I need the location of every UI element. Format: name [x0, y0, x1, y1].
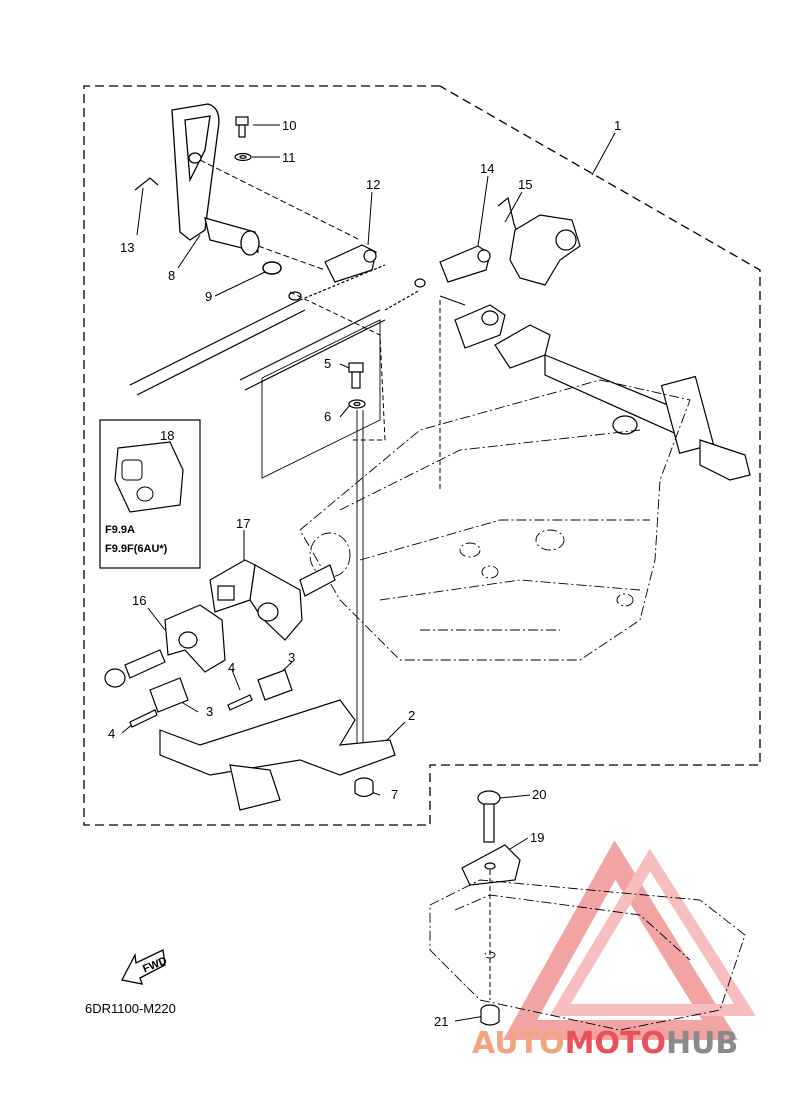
bottom-cowling-outline [299, 379, 691, 661]
watermark-logo [502, 840, 756, 1040]
o-ring-part [262, 261, 282, 275]
nut-part [354, 777, 374, 798]
inset-box [99, 419, 201, 569]
shift-rod-part [544, 354, 751, 481]
callout-4-upper: 4 [228, 660, 235, 675]
callout-2: 2 [408, 708, 415, 723]
callout-21: 21 [434, 1014, 448, 1029]
tiller-bracket-part [171, 103, 260, 256]
nut-part-2 [480, 1004, 500, 1026]
callout-15: 15 [518, 177, 532, 192]
bolt-part-4 [477, 790, 501, 843]
callout-13: 13 [120, 240, 134, 255]
callout-3-upper: 3 [288, 650, 295, 665]
callout-11: 11 [282, 150, 296, 165]
callout-3-lower: 3 [206, 704, 213, 719]
grommet-part [164, 604, 226, 673]
bolt-part-3 [104, 649, 166, 688]
clip-part [134, 177, 159, 191]
plate-part [159, 699, 396, 811]
watermark-part-c: HUB [666, 1026, 738, 1061]
callout-10: 10 [282, 118, 296, 133]
throttle-cable [129, 264, 426, 396]
watermark-text: AUTOMOTOHUB [472, 1026, 738, 1061]
callout-6: 6 [324, 409, 331, 424]
bushing-part [454, 304, 551, 369]
watermark-part-b: MOTO [565, 1026, 666, 1061]
callout-14: 14 [480, 161, 494, 176]
callout-18: 18 [160, 428, 174, 443]
cable-joint-part-2 [439, 245, 491, 283]
cable-holder-part [209, 559, 336, 641]
callout-9: 9 [205, 289, 212, 304]
inset-label-a: F9.9A [105, 524, 135, 536]
callout-1: 1 [614, 118, 621, 133]
bracket-part [461, 844, 521, 886]
callout-7: 7 [391, 787, 398, 802]
lever-part [509, 214, 581, 286]
fwd-arrow-icon [121, 949, 166, 985]
callout-17: 17 [236, 516, 250, 531]
callout-8: 8 [168, 268, 175, 283]
diagram-code: 6DR1100-M220 [85, 1001, 176, 1016]
callout-19: 19 [530, 830, 544, 845]
watermark-part-a: AUTO [472, 1026, 565, 1061]
callout-4-lower: 4 [108, 726, 115, 741]
callout-12: 12 [366, 177, 380, 192]
cable-joint-part [324, 244, 377, 283]
callout-5: 5 [324, 356, 331, 371]
clamp-part [129, 669, 293, 728]
bolt-part-2 [348, 362, 366, 409]
bolt-part [234, 116, 252, 162]
assembly-boundary [83, 85, 761, 826]
callout-16: 16 [132, 593, 146, 608]
callout-20: 20 [532, 787, 546, 802]
inset-label-b: F9.9F(6AU*) [105, 543, 168, 555]
